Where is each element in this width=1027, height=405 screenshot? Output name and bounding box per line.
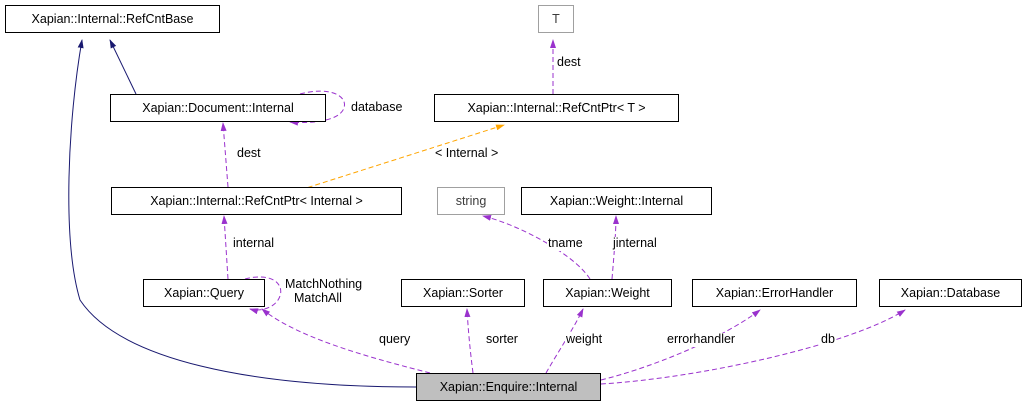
edge-label-db: db	[820, 332, 836, 347]
edge-dest-mid	[220, 122, 229, 188]
edge-label-database: database	[350, 100, 404, 115]
edge-label-errorhandler: errorhandler	[666, 332, 737, 347]
edge-label-internal-template: < Internal >	[434, 146, 500, 161]
node-enquire-internal[interactable]: Xapian::Enquire::Internal	[416, 373, 601, 401]
node-label: Xapian::Sorter	[423, 285, 503, 300]
node-errorhandler[interactable]: Xapian::ErrorHandler	[692, 279, 857, 307]
node-label: Xapian::Query	[164, 285, 244, 300]
edge-label-matchnothing: MatchNothing	[284, 277, 364, 292]
node-label: Xapian::Weight::Internal	[549, 193, 684, 208]
edge-document-internal-to-refcntbase	[109, 39, 137, 95]
edge-label-tname: tname	[547, 236, 584, 251]
node-label: Xapian::Database	[900, 285, 1001, 300]
node-label: Xapian::Enquire::Internal	[439, 379, 578, 394]
edge-label-matchall: MatchAll	[293, 291, 343, 306]
edge-label-query: query	[378, 332, 412, 347]
node-weight[interactable]: Xapian::Weight	[543, 279, 672, 307]
node-weight-internal[interactable]: Xapian::Weight::Internal	[521, 187, 712, 215]
edge-label-sorter: sorter	[485, 332, 519, 347]
edge-internal	[221, 215, 229, 280]
node-label: string	[455, 193, 487, 208]
node-sorter[interactable]: Xapian::Sorter	[401, 279, 525, 307]
node-label: Xapian::ErrorHandler	[715, 285, 834, 300]
edge-label-jinternal: jinternal	[612, 236, 658, 251]
edge-label-internal: internal	[232, 236, 275, 251]
node-label: Xapian::Internal::RefCntPtr< Internal >	[150, 193, 363, 208]
node-refcntbase[interactable]: Xapian::Internal::RefCntBase	[5, 5, 220, 33]
node-label: T	[552, 11, 560, 26]
edge-label-dest-top: dest	[556, 55, 582, 70]
node-label: Xapian::Weight	[565, 285, 650, 300]
node-label: Xapian::Internal::RefCntBase	[31, 11, 194, 26]
edge-sorter	[464, 308, 474, 374]
node-database[interactable]: Xapian::Database	[879, 279, 1022, 307]
node-string[interactable]: string	[437, 187, 505, 215]
edge-label-weight: weight	[565, 332, 604, 347]
edge-label-dest-mid: dest	[236, 146, 262, 161]
node-refcntptr-internal[interactable]: Xapian::Internal::RefCntPtr< Internal >	[111, 187, 402, 215]
node-t[interactable]: T	[538, 5, 574, 33]
node-label: Xapian::Document::Internal	[142, 100, 294, 115]
node-label: Xapian::Internal::RefCntPtr< T >	[467, 100, 646, 115]
node-document-internal[interactable]: Xapian::Document::Internal	[110, 94, 326, 122]
node-refcntptr-t[interactable]: Xapian::Internal::RefCntPtr< T >	[434, 94, 679, 122]
node-query[interactable]: Xapian::Query	[143, 279, 265, 307]
edge-db	[600, 309, 906, 385]
